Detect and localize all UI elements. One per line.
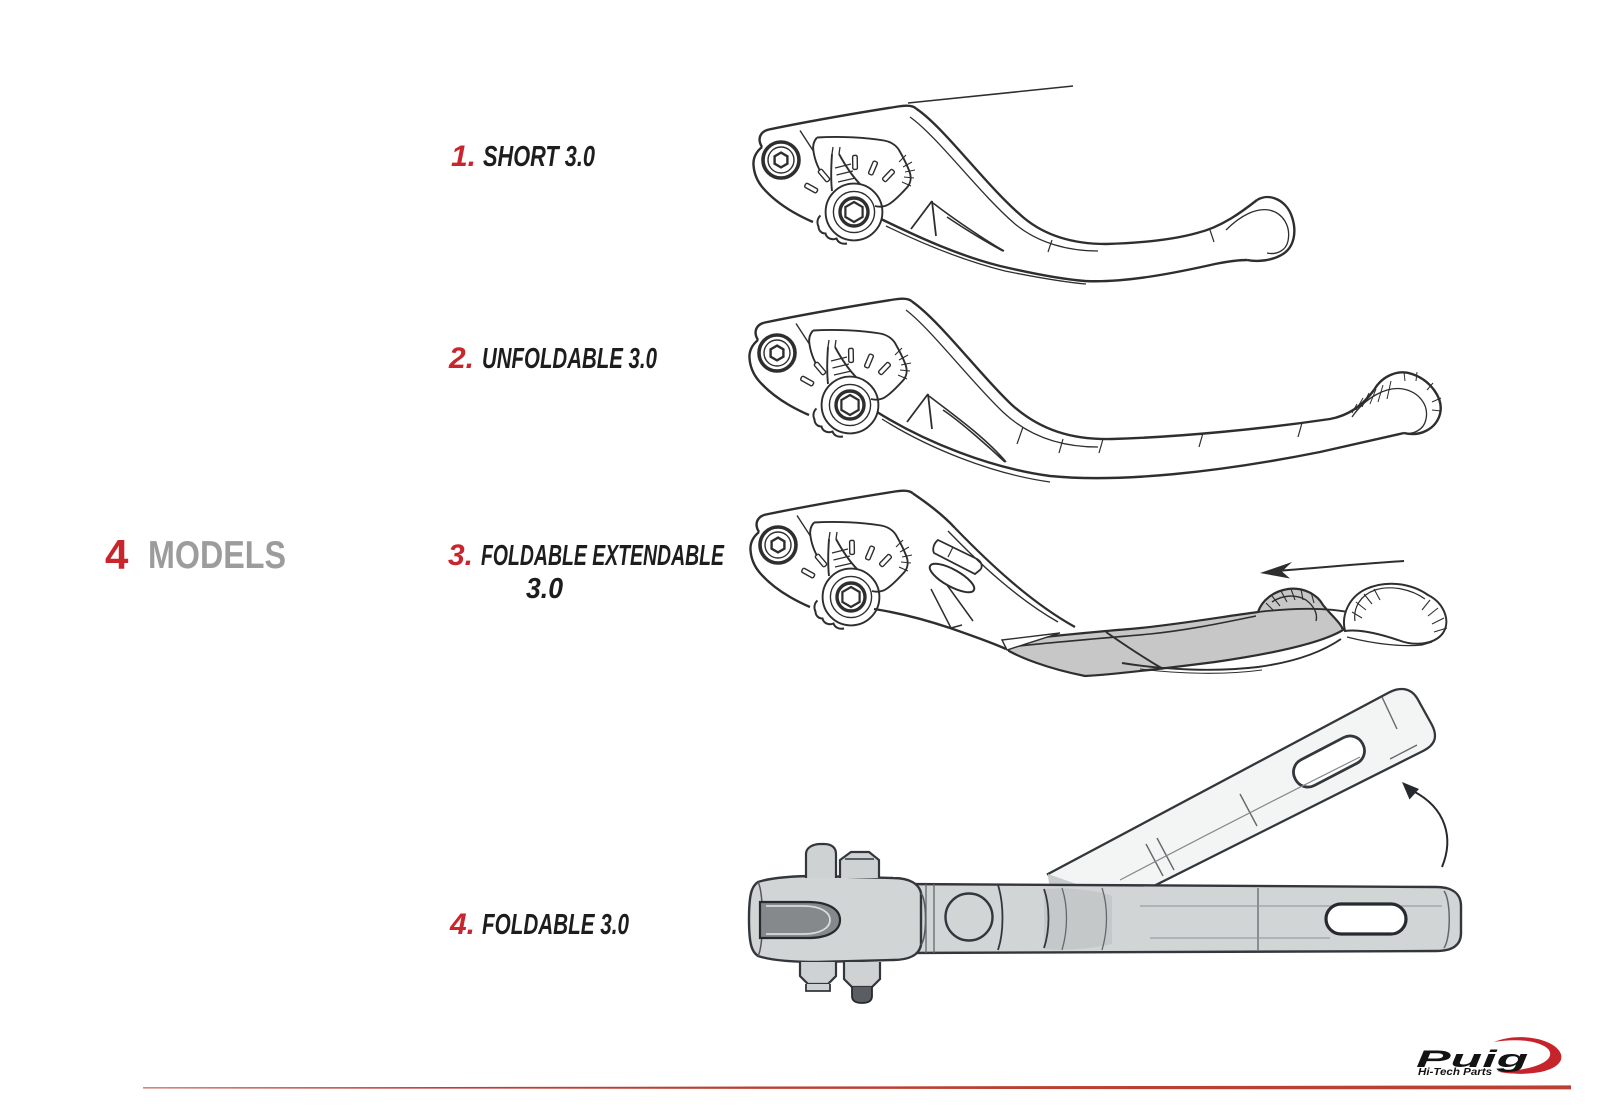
- svg-text:FOLDABLE 3.0: FOLDABLE 3.0: [482, 909, 629, 941]
- svg-text:1.: 1.: [451, 140, 476, 173]
- svg-text:Hi-Tech Parts: Hi-Tech Parts: [1418, 1066, 1492, 1078]
- svg-text:2.: 2.: [448, 342, 474, 375]
- svg-text:4: 4: [105, 531, 129, 578]
- svg-text:FOLDABLE EXTENDABLE: FOLDABLE EXTENDABLE: [481, 540, 725, 572]
- svg-text:3.0: 3.0: [526, 573, 563, 605]
- svg-text:SHORT 3.0: SHORT 3.0: [483, 141, 595, 173]
- svg-text:4.: 4.: [449, 908, 475, 941]
- svg-text:Puig: Puig: [1416, 1045, 1528, 1072]
- svg-text:MODELS: MODELS: [148, 534, 286, 577]
- svg-text:UNFOLDABLE 3.0: UNFOLDABLE 3.0: [482, 343, 657, 375]
- svg-text:3.: 3.: [448, 539, 473, 572]
